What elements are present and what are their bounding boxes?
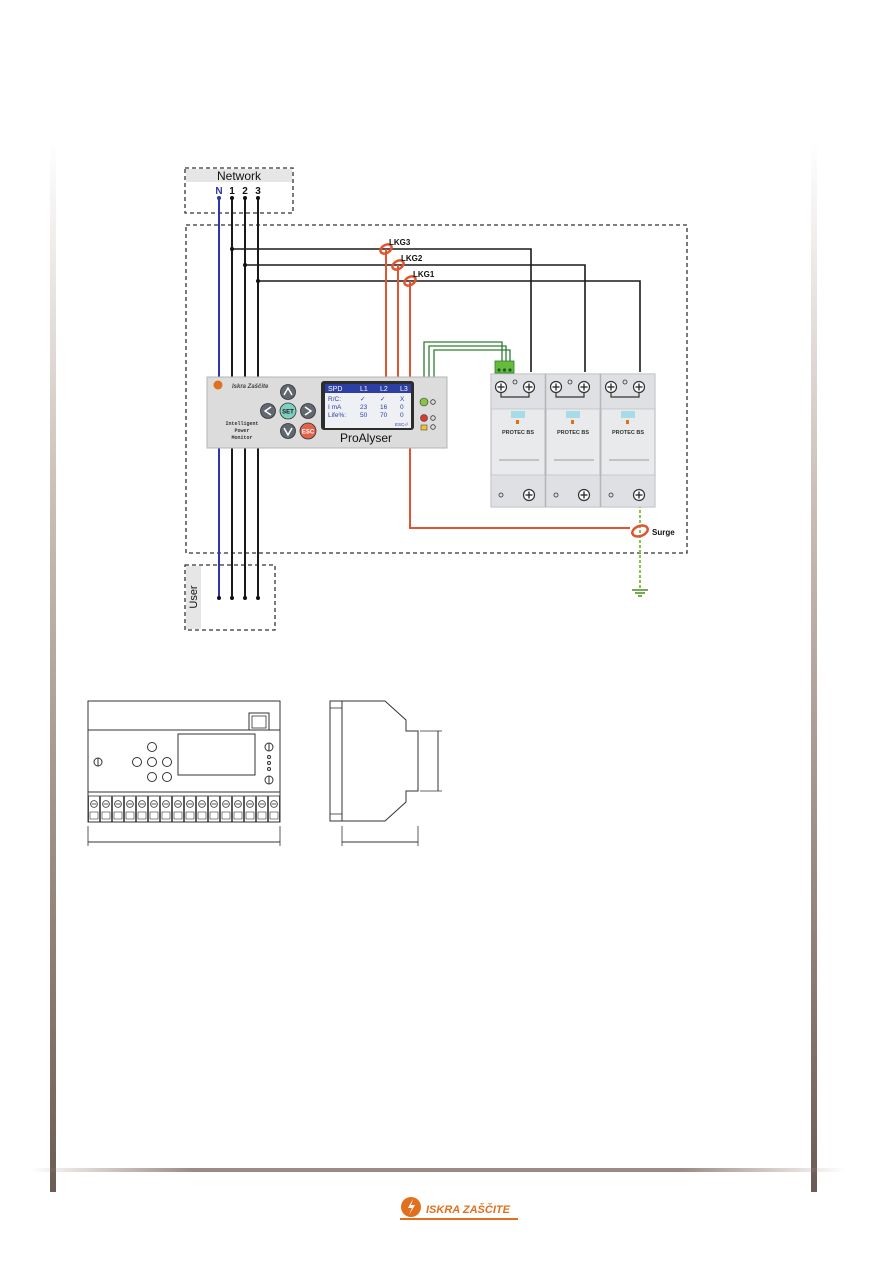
set-button[interactable]: SET <box>279 402 297 420</box>
status-ok-icon <box>419 397 436 407</box>
signal-wire-2 <box>428 345 507 380</box>
user-header <box>186 566 201 629</box>
tap-phase-1 <box>232 248 532 372</box>
arrow-down-icon <box>283 427 293 437</box>
esc-button-label: ESC <box>302 430 315 436</box>
device-subtitle-3: Monitor <box>231 435 252 441</box>
terminal-3-label: 3 <box>255 186 261 197</box>
side-outline <box>329 700 419 822</box>
lcd-cell: 50 <box>360 412 368 419</box>
lcd-cell: I mA <box>328 404 342 411</box>
terminal-strip <box>88 795 280 823</box>
arrow-left-icon <box>263 406 272 416</box>
lcd-header-bar <box>325 384 411 393</box>
arrow-up-icon <box>283 386 293 396</box>
lcd-footer: ESC⏎ <box>395 422 408 427</box>
esc-button[interactable]: ESC <box>299 422 317 440</box>
lcd-header-cell: SPD <box>328 386 342 393</box>
tap-phase-3 <box>258 280 641 372</box>
device-subtitle-2: Power <box>234 428 249 434</box>
tap-phase-2 <box>245 264 586 372</box>
side-dimension-drawing <box>329 700 442 846</box>
surge-sensor: Surge <box>631 524 675 538</box>
lcd-header-cell: L1 <box>360 386 368 393</box>
lkg2-sensor: LKG2 <box>391 254 423 271</box>
lcd-header-cell: L3 <box>400 386 408 393</box>
down-button[interactable] <box>280 423 296 439</box>
network-header <box>186 169 292 182</box>
terminal-2-label: 2 <box>242 186 248 197</box>
lcd-header-cell: L2 <box>380 386 388 393</box>
front-outline <box>87 700 281 823</box>
spd-module: PROTEC BS <box>490 373 546 508</box>
surge-label: Surge <box>652 528 675 537</box>
front-display-outline <box>177 733 256 776</box>
lkg2-label: LKG2 <box>401 254 423 263</box>
signal-wire-1 <box>423 341 503 380</box>
lcd-cell: ✓ <box>360 396 365 403</box>
lcd-cell: Life%: <box>328 412 346 419</box>
lkg3-label: LKG3 <box>389 238 411 247</box>
lkg1-sensor: LKG1 <box>403 270 435 287</box>
spd-module-label: PROTEC BS <box>502 430 534 436</box>
status-warning-icon <box>420 424 436 431</box>
left-border-bar <box>50 140 56 1192</box>
terminal-n-label: N <box>215 186 222 197</box>
lcd-cell: 0 <box>400 412 404 419</box>
surge-wire <box>409 448 630 529</box>
device-logo-icon <box>213 380 223 390</box>
status-fault-icon <box>420 414 436 422</box>
network-box <box>184 167 294 214</box>
spd-module: PROTEC BS <box>600 373 656 508</box>
signal-wire-3 <box>433 349 511 380</box>
footer-divider <box>30 1168 845 1172</box>
user-box <box>184 564 276 631</box>
lcd-cell: 23 <box>360 404 368 411</box>
terminal-1-label: 1 <box>229 186 235 197</box>
earth-symbol <box>632 589 648 597</box>
lcd-cell: ✓ <box>380 396 385 403</box>
spd-modules: PROTEC BS PROTEC BS PROTEC BS <box>490 373 656 508</box>
footer-logo: ISKRA ZAŠČITE <box>400 1197 518 1220</box>
lcd-cell: R/C: <box>328 396 341 403</box>
right-border-bar <box>811 140 817 1192</box>
lcd-cell: 70 <box>380 412 388 419</box>
proalyser-device: Iskra Zaščite Intelligent Power Monitor … <box>206 376 448 449</box>
lcd-cell: 16 <box>380 404 388 411</box>
user-label: User <box>188 585 200 609</box>
spd-module-label: PROTEC BS <box>612 430 644 436</box>
device-brand: Iskra Zaščite <box>232 384 269 390</box>
set-button-label: SET <box>282 410 294 416</box>
lkg1-label: LKG1 <box>413 270 435 279</box>
spd-module: PROTEC BS <box>545 373 601 508</box>
device-name: ProAlyser <box>340 431 392 445</box>
front-dimension-drawing <box>87 700 281 846</box>
arrow-right-icon <box>304 406 313 416</box>
footer-brand: ISKRA ZAŠČITE <box>426 1203 511 1216</box>
lcd-cell: X <box>400 396 405 403</box>
network-title: Network <box>217 169 262 183</box>
lkg3-sensor: LKG3 <box>379 238 411 255</box>
spd-module-label: PROTEC BS <box>557 430 589 436</box>
device-subtitle-1: Intelligent <box>225 421 258 427</box>
installation-box <box>185 224 688 554</box>
up-button[interactable] <box>280 384 296 400</box>
right-button[interactable] <box>300 403 316 419</box>
lcd-cell: 0 <box>400 404 404 411</box>
left-button[interactable] <box>260 403 276 419</box>
